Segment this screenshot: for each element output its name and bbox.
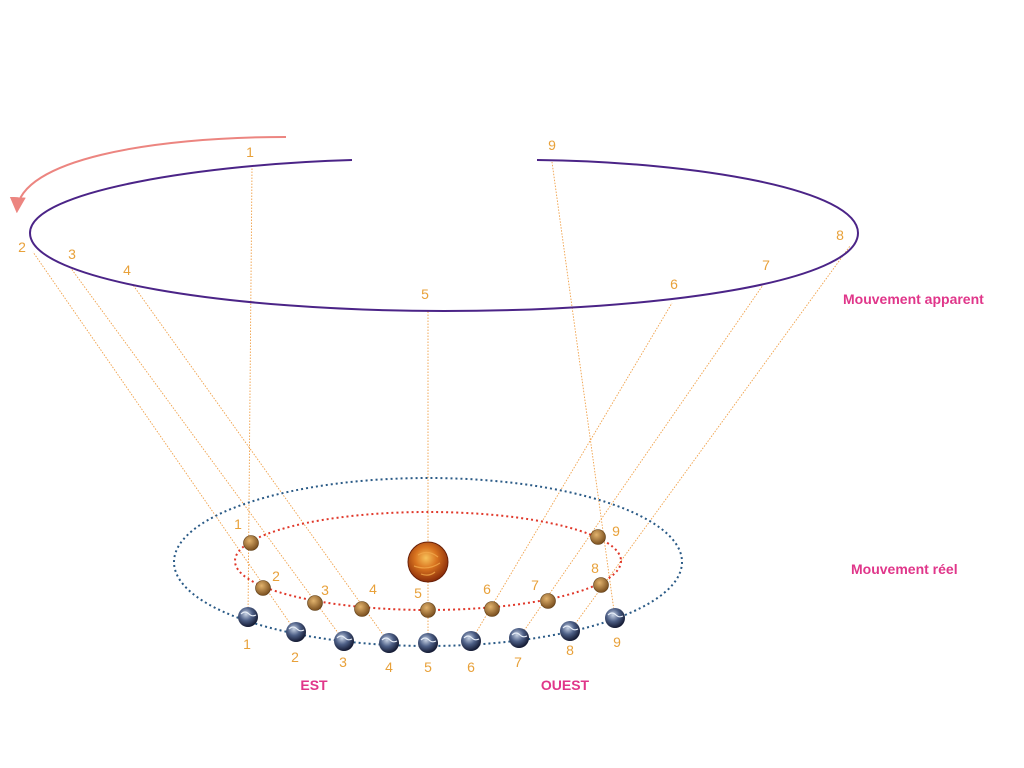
apparent-number: 4 <box>123 262 131 278</box>
sight-line-7 <box>518 284 764 639</box>
earth-number: 4 <box>385 659 393 675</box>
planet-number: 1 <box>234 516 242 532</box>
earth-icon <box>509 628 529 648</box>
earth-number: 3 <box>339 654 347 670</box>
earth-number: 1 <box>243 636 251 652</box>
planet-number: 4 <box>369 581 377 597</box>
planet-icon <box>484 601 500 617</box>
earth-number: 9 <box>613 634 621 650</box>
earth-icon <box>334 631 354 651</box>
real-motion-label: Mouvement réel <box>851 561 958 577</box>
planet-number: 6 <box>483 581 491 597</box>
planet-number: 9 <box>612 523 620 539</box>
earth-icon <box>461 631 481 651</box>
planet-icon <box>354 601 370 617</box>
east-label: EST <box>300 677 328 693</box>
earth-icon <box>560 621 580 641</box>
west-label: OUEST <box>541 677 590 693</box>
apparent-number: 3 <box>68 246 76 262</box>
planet-number: 2 <box>272 568 280 584</box>
apparent-numbers: 1 2 3 4 5 6 7 8 9 <box>18 137 844 302</box>
planet-icon <box>593 577 609 593</box>
planet-number: 7 <box>531 577 539 593</box>
sight-line-6 <box>470 302 673 642</box>
apparent-number: 8 <box>836 227 844 243</box>
apparent-number: 1 <box>246 144 254 160</box>
earth-orbit <box>173 477 683 647</box>
planet-icon <box>255 580 271 596</box>
sun-icon <box>407 541 449 583</box>
planet-number: 3 <box>321 582 329 598</box>
apparent-number: 9 <box>548 137 556 153</box>
planet-orbit <box>234 511 622 611</box>
earth-number: 7 <box>514 654 522 670</box>
sight-line-8 <box>569 245 851 632</box>
apparent-number: 2 <box>18 239 26 255</box>
earth-numbers: 1 2 3 4 5 6 7 8 9 <box>243 634 621 675</box>
sight-line-3 <box>69 266 345 642</box>
planet-icon <box>540 593 556 609</box>
planet-icon <box>243 535 259 551</box>
planet-icon <box>590 529 606 545</box>
sight-line-4 <box>132 284 390 644</box>
apparent-path <box>28 159 860 313</box>
earth-icon <box>238 607 258 627</box>
earth-number: 2 <box>291 649 299 665</box>
apparent-number: 7 <box>762 257 770 273</box>
earth-number: 5 <box>424 659 432 675</box>
sight-line-9 <box>551 161 616 619</box>
apparent-number: 5 <box>421 286 429 302</box>
planets <box>243 529 609 618</box>
earth-number: 6 <box>467 659 475 675</box>
motion-arrow-icon <box>9 136 287 214</box>
earth-icon <box>605 608 625 628</box>
sight-lines <box>32 161 851 644</box>
planet-icon <box>307 595 323 611</box>
planet-icon <box>420 602 436 618</box>
earth-number: 8 <box>566 642 574 658</box>
earths <box>238 607 625 653</box>
earth-icon <box>286 622 306 642</box>
earth-icon <box>379 633 399 653</box>
sight-line-2 <box>32 251 297 633</box>
apparent-motion-label: Mouvement apparent <box>843 291 984 307</box>
planet-number: 5 <box>414 585 422 601</box>
planet-number: 8 <box>591 560 599 576</box>
planet-numbers: 1 2 3 4 5 6 7 8 9 <box>234 516 620 601</box>
earth-icon <box>418 633 438 653</box>
apparent-number: 6 <box>670 276 678 292</box>
